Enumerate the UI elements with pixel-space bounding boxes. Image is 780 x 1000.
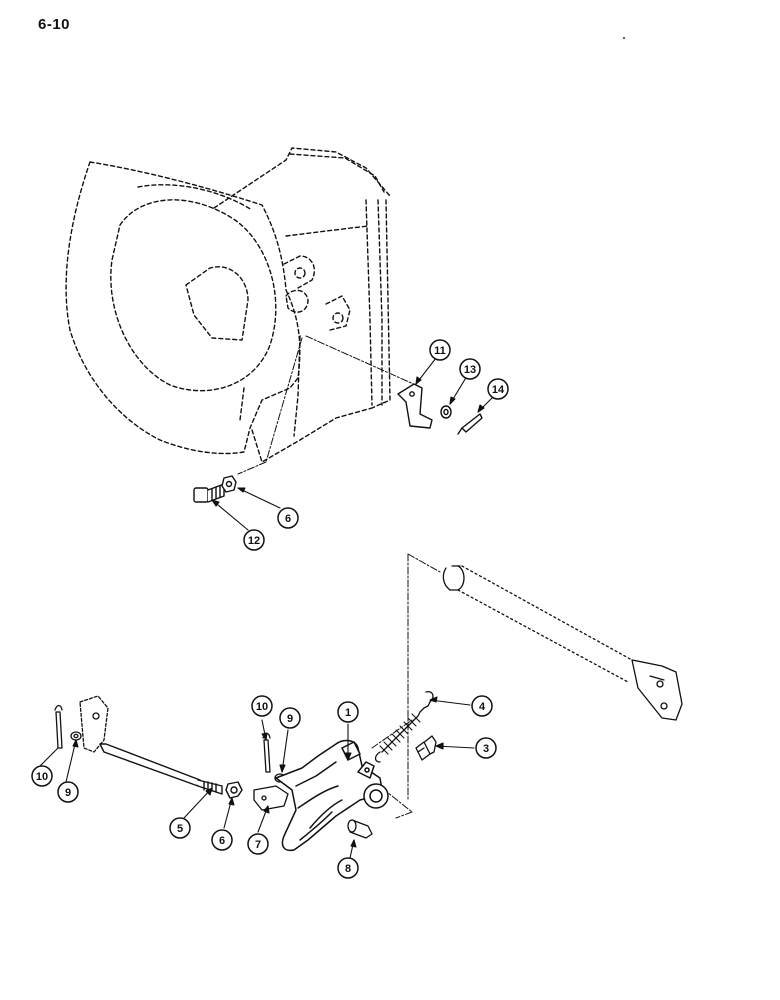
callout-7-circle (247, 833, 269, 855)
callout-12: 12 (248, 535, 260, 547)
callout-9b: 9 (287, 713, 293, 725)
callout-5: 5 (177, 823, 183, 835)
callout-13-circle (459, 358, 481, 380)
callout-circles (31, 339, 509, 879)
callout-3: 3 (483, 743, 489, 755)
callout-12-circle (243, 529, 265, 551)
callout-10a: 10 (36, 771, 48, 783)
callout-6b: 6 (219, 835, 225, 847)
bracket-assembly (397, 383, 483, 435)
clevis-assembly (253, 732, 289, 811)
callout-10b-circle (251, 695, 273, 717)
bolt-and-nut (193, 475, 237, 503)
callout-7: 7 (255, 839, 261, 851)
callout-9a: 9 (65, 787, 71, 799)
callout-1: 1 (345, 707, 351, 719)
page-number: 6-10 (38, 16, 71, 33)
callout-3-circle (475, 737, 497, 759)
left-mounting (54, 695, 109, 753)
callout-9b-circle (279, 707, 301, 729)
callout-11: 11 (434, 345, 446, 357)
pedal-rod (99, 743, 243, 799)
cross-shaft (442, 565, 683, 721)
callout-14: 14 (492, 384, 505, 396)
callout-8-circle (337, 857, 359, 879)
callout-leaders (39, 357, 495, 859)
callout-4-circle (471, 695, 493, 717)
pedal-pin (347, 819, 373, 839)
callout-6b-circle (211, 829, 233, 851)
callout-13: 13 (464, 364, 476, 376)
clutch-housing (65, 147, 391, 463)
callout-9a-circle (57, 781, 79, 803)
callout-11-circle (429, 339, 451, 361)
callout-10b: 10 (256, 701, 268, 713)
callout-4: 4 (479, 701, 486, 713)
return-spring (374, 690, 434, 763)
callout-6a: 6 (285, 513, 291, 525)
callout-1-circle (337, 701, 359, 723)
callout-5-circle (169, 817, 191, 839)
callout-10a-circle (31, 765, 53, 787)
callout-6a-circle (277, 507, 299, 529)
stop-bolt (415, 735, 437, 761)
callout-8: 8 (345, 863, 351, 875)
callout-14-circle (487, 378, 509, 400)
scan-speck (623, 37, 625, 39)
